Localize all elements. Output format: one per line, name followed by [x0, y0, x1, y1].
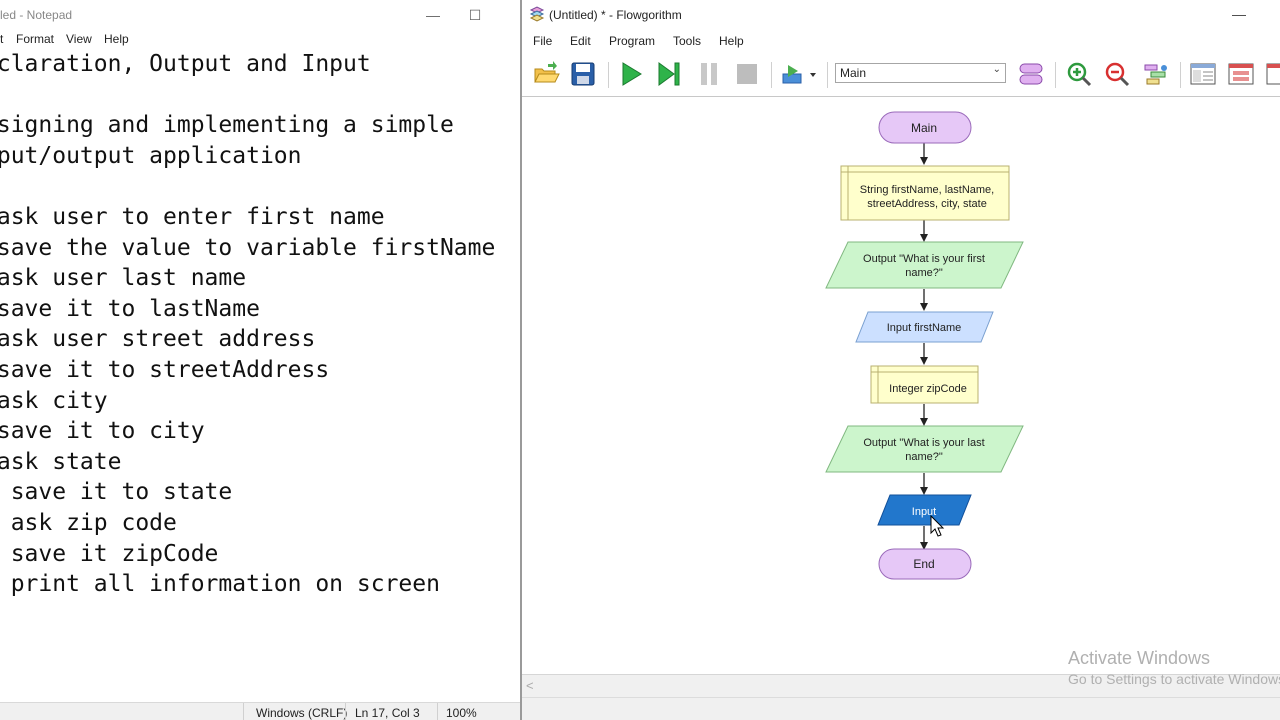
flowgorithm-bottom-panel: [522, 697, 1280, 720]
output-block[interactable]: Output "What is your first name?": [825, 241, 1024, 289]
status-line-ending: Windows (CRLF): [256, 706, 348, 720]
function-select[interactable]: Main ⌄: [835, 63, 1006, 83]
chevron-down-icon: ⌄: [992, 64, 1001, 75]
notepad-line: save the value to variable firstName: [0, 234, 496, 261]
stop-icon[interactable]: [732, 60, 762, 88]
menu-edit[interactable]: t: [0, 32, 4, 46]
window-divider: [520, 0, 522, 720]
notepad-line: save it to lastName: [0, 295, 260, 322]
start-terminal[interactable]: Main: [878, 111, 972, 144]
end-label: End: [913, 557, 934, 571]
notepad-line: ask state: [0, 448, 122, 475]
notepad-line: claration, Output and Input: [0, 51, 371, 77]
variable-watch-icon[interactable]: [1188, 60, 1218, 88]
notepad-menubar: t Format View Help: [0, 30, 520, 49]
layout-icon[interactable]: [1141, 60, 1171, 88]
notepad-line: [0, 171, 520, 202]
input-text: Input firstName: [887, 322, 962, 334]
menu-edit[interactable]: Edit: [570, 34, 591, 48]
activate-windows-watermark: Activate Windows Go to Settings to activ…: [1068, 648, 1280, 687]
menu-view[interactable]: View: [66, 32, 92, 46]
end-terminal[interactable]: End: [878, 548, 972, 580]
function-manager-icon[interactable]: [1016, 60, 1046, 88]
scroll-left-icon[interactable]: <: [526, 678, 534, 693]
menu-tools[interactable]: Tools: [673, 34, 702, 48]
menu-help[interactable]: Help: [104, 32, 129, 46]
maximize-button[interactable]: ☐: [468, 7, 482, 23]
status-separator: [243, 703, 244, 720]
function-select-value: Main: [840, 66, 867, 80]
minimize-button[interactable]: —: [1232, 6, 1246, 22]
notepad-titlebar[interactable]: led - Notepad — ☐: [0, 0, 520, 30]
notepad-line: save it to state: [0, 479, 233, 506]
zoom-out-icon[interactable]: [1102, 60, 1132, 88]
notepad-line: signing and implementing a simple: [0, 112, 454, 139]
notepad-text-area[interactable]: claration, Output and Input signing and …: [0, 49, 520, 600]
output-block[interactable]: Output "What is your last name?": [825, 425, 1024, 473]
start-label: Main: [911, 121, 937, 135]
notepad-line: ask user to enter first name: [0, 203, 385, 230]
menu-help[interactable]: Help: [719, 34, 744, 48]
flowchart-canvas[interactable]: Main String firstName, lastName, streetA…: [522, 97, 1280, 674]
menu-file[interactable]: File: [533, 34, 553, 48]
status-separator: [437, 703, 438, 720]
horizontal-scrollbar[interactable]: <: [522, 674, 1280, 697]
menu-format[interactable]: Format: [16, 32, 55, 46]
watermark-line2: Go to Settings to activate Windows.: [1068, 671, 1280, 687]
notepad-line: save it zipCode: [0, 540, 219, 567]
toolbar-separator: [608, 62, 609, 88]
flowgorithm-toolbar: Main ⌄: [522, 52, 1280, 97]
toolbar-separator: [1055, 62, 1056, 88]
step-icon[interactable]: [654, 60, 684, 88]
flowchart: Main String firstName, lastName, streetA…: [825, 111, 1024, 580]
notepad-line: save it to city: [0, 418, 205, 445]
output-text-line2: name?": [905, 451, 943, 463]
input-text: Input: [912, 506, 936, 518]
notepad-line: save it to streetAddress: [0, 356, 330, 383]
save-icon[interactable]: [568, 60, 598, 88]
run-icon[interactable]: [616, 60, 646, 88]
notepad-line: print all information on screen: [0, 571, 440, 598]
menu-program[interactable]: Program: [609, 34, 656, 48]
toolbar-separator: [771, 62, 772, 88]
flowgorithm-titlebar[interactable]: (Untitled) * - Flowgorithm —: [522, 0, 1280, 30]
notepad-line: ask user last name: [0, 265, 247, 292]
open-folder-icon[interactable]: [531, 60, 561, 88]
notepad-window: led - Notepad — ☐ t Format View Help cla…: [0, 0, 520, 720]
declare-block[interactable]: Integer zipCode: [870, 365, 979, 404]
status-zoom: 100%: [446, 706, 477, 720]
notepad-statusbar: Windows (CRLF) Ln 17, Col 3 100%: [0, 702, 520, 720]
mouse-cursor-icon: [930, 514, 945, 537]
flowgorithm-title: (Untitled) * - Flowgorithm: [549, 8, 682, 22]
run-speed-icon[interactable]: [780, 60, 820, 88]
toolbar-separator: [1180, 62, 1181, 88]
pause-icon[interactable]: [694, 60, 724, 88]
status-separator: [345, 703, 346, 720]
declare-text-line1: String firstName, lastName,: [860, 184, 994, 196]
flowgorithm-window: (Untitled) * - Flowgorithm — File Edit P…: [522, 0, 1280, 720]
watermark-line1: Activate Windows: [1068, 648, 1211, 668]
output-text-line1: Output "What is your first: [863, 253, 985, 265]
output-text-line2: name?": [905, 267, 943, 279]
notepad-line: [0, 80, 520, 111]
input-block[interactable]: Input firstName: [855, 311, 994, 343]
minimize-button[interactable]: —: [426, 7, 440, 23]
input-block-selected[interactable]: Input: [877, 494, 972, 526]
declare-text: Integer zipCode: [889, 383, 967, 395]
flowgorithm-app-icon: [529, 6, 545, 22]
console-icon[interactable]: [1226, 60, 1256, 88]
declare-block[interactable]: String firstName, lastName, streetAddres…: [840, 165, 1010, 221]
chart-icon[interactable]: [1264, 60, 1280, 88]
zoom-in-icon[interactable]: [1064, 60, 1094, 88]
notepad-line: ask city: [0, 387, 108, 414]
toolbar-separator: [827, 62, 828, 88]
notepad-title: led - Notepad: [0, 8, 73, 22]
status-cursor-position: Ln 17, Col 3: [355, 706, 420, 720]
output-text-line1: Output "What is your last: [863, 437, 984, 449]
declare-text-line2: streetAddress, city, state: [867, 198, 987, 210]
flowgorithm-menubar: File Edit Program Tools Help: [522, 30, 1280, 52]
notepad-line: ask zip code: [0, 509, 177, 536]
notepad-line: ask user street address: [0, 326, 316, 353]
notepad-line: put/output application: [0, 142, 302, 169]
